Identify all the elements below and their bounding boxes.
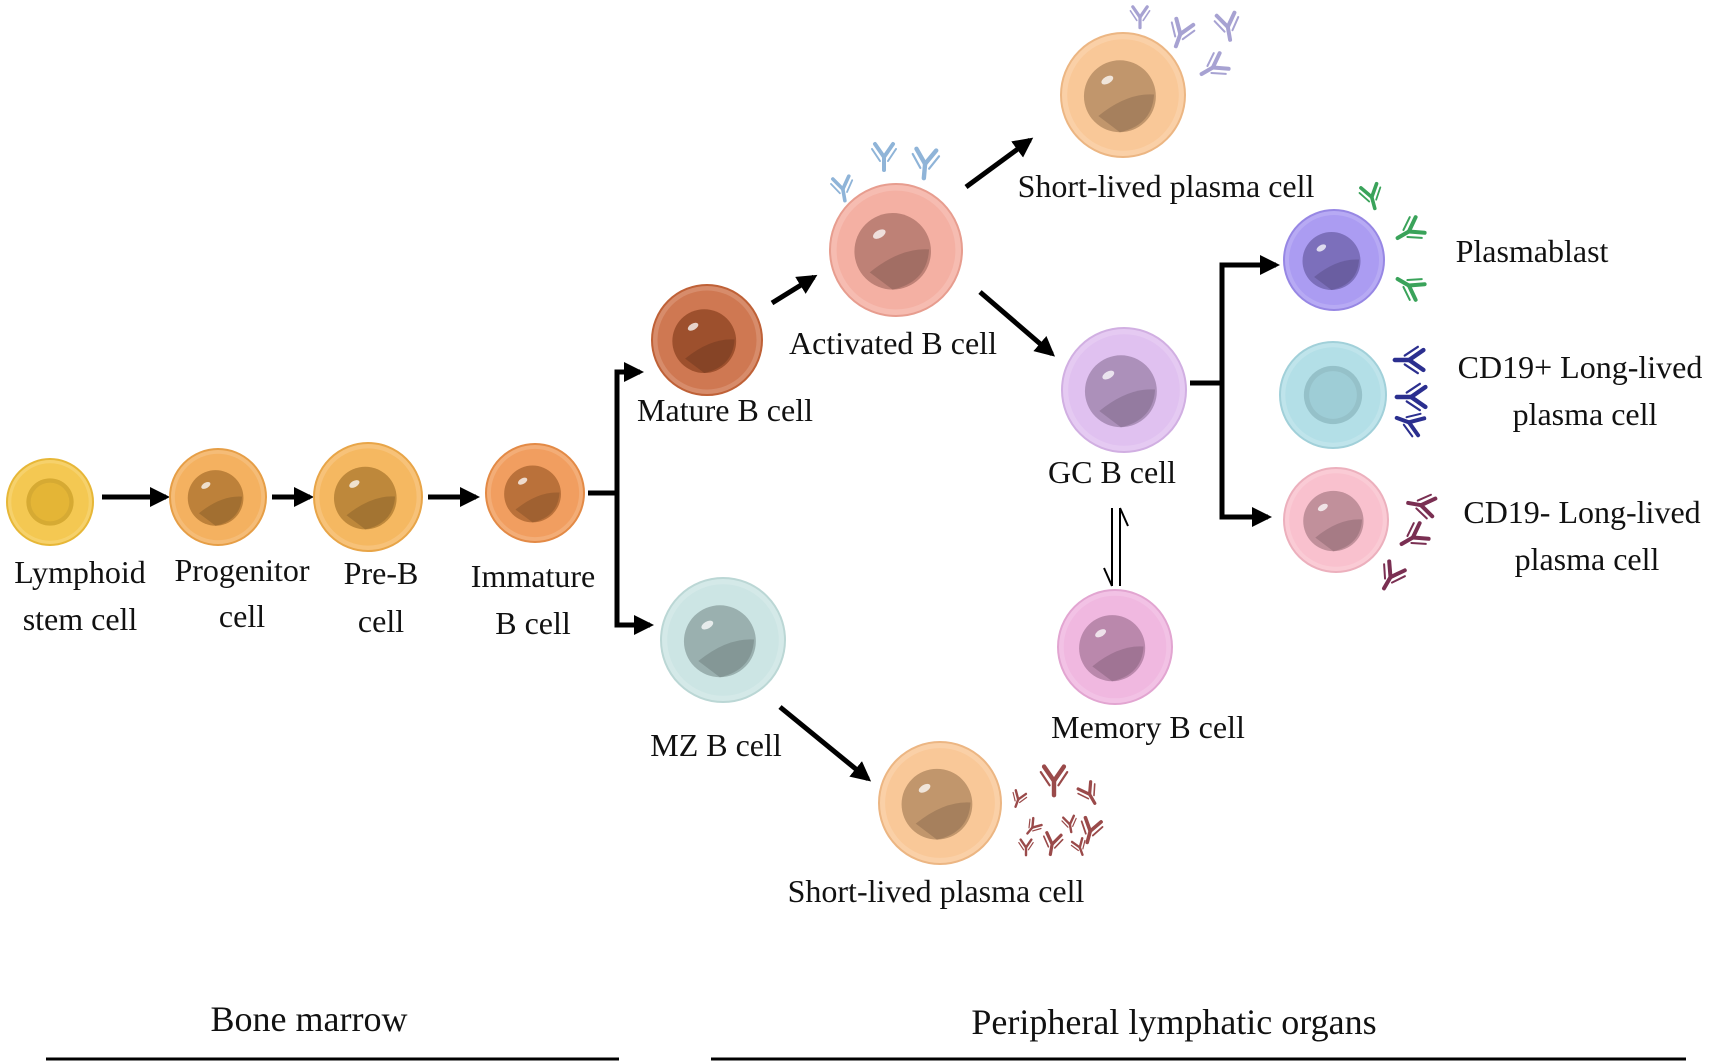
activated-antibody-icon	[871, 142, 897, 172]
arrow-immature-to-mz	[614, 493, 654, 635]
secreted-antibody-icon	[1213, 10, 1240, 42]
gc-b-cell	[1061, 327, 1187, 453]
activated-antibody-icon	[830, 174, 854, 203]
progenitor-cell	[169, 448, 267, 546]
label-cd19neg-line2: plasma cell	[1515, 541, 1660, 577]
plasmablast-antibody-icon	[1395, 277, 1427, 302]
arrow-activated-to-gc	[978, 290, 1056, 357]
short-lived-plasma-cell-bottom	[878, 741, 1002, 865]
secreted-antibody-icon	[1129, 5, 1151, 30]
section-footer: Bone marrow Peripheral lymphatic organs	[46, 999, 1686, 1061]
cells	[6, 32, 1389, 865]
plasmablast-antibody-icon	[1358, 181, 1382, 211]
label-lymphoid-stem-line1: Lymphoid	[14, 554, 146, 590]
arrow-mature-to-activated	[770, 274, 818, 306]
cd19neg-long-lived-plasma-cell	[1283, 467, 1389, 573]
arrow-gc-memory-equilibrium	[1103, 507, 1129, 587]
label-progenitor-line2: cell	[219, 598, 265, 634]
label-preb-line2: cell	[358, 603, 404, 639]
label-progenitor-line1: Progenitor	[174, 552, 309, 588]
label-activated-b: Activated B cell	[789, 325, 997, 361]
label-short-lived-bottom: Short-lived plasma cell	[788, 873, 1085, 909]
label-preb-line1: Pre-B	[344, 555, 419, 591]
plasmablast-cell	[1283, 209, 1385, 311]
secreted-antibody-icon	[1199, 51, 1231, 76]
label-gc-b: GC B cell	[1048, 454, 1176, 490]
antibodies	[830, 5, 1438, 857]
section-peripheral: Peripheral lymphatic organs	[971, 1002, 1376, 1042]
arrow-activated-to-shortlived	[964, 137, 1034, 190]
cd19neg-antibody-icon	[1382, 559, 1407, 591]
lymphoid-stem-cell	[6, 458, 94, 546]
immature-b-cell	[485, 443, 585, 543]
label-immature-line1: Immature	[471, 558, 595, 594]
activated-antibody-icon	[911, 146, 941, 181]
secreted-antibody-icon	[1170, 16, 1196, 49]
cd19pos-long-lived-plasma-cell	[1279, 341, 1387, 449]
label-cd19pos-line1: CD19+ Long-lived	[1458, 349, 1703, 385]
label-memory-b: Memory B cell	[1051, 709, 1245, 745]
secreted-antibody-icon	[1018, 838, 1034, 857]
secreted-antibody-icon	[1026, 816, 1043, 835]
arrow-immature-branch	[588, 362, 644, 496]
label-cd19pos-line2: plasma cell	[1513, 396, 1658, 432]
cd19pos-antibody-icon	[1394, 412, 1427, 438]
label-mature-b: Mature B cell	[637, 392, 813, 428]
secreted-antibody-icon	[1070, 837, 1086, 856]
label-plasmablast: Plasmablast	[1456, 233, 1609, 269]
label-immature-line2: B cell	[495, 605, 571, 641]
cd19pos-antibody-icon	[1392, 345, 1426, 375]
secreted-antibody-icon	[1012, 789, 1028, 808]
memory-b-cell	[1057, 589, 1173, 705]
pre-b-cell	[313, 442, 423, 552]
label-short-lived-top: Short-lived plasma cell	[1018, 168, 1315, 204]
arrow-gc-to-plasmablast	[1190, 255, 1280, 386]
secreted-antibody-icon	[1042, 831, 1064, 857]
label-mz-b: MZ B cell	[650, 727, 782, 763]
mature-b-cell	[651, 284, 763, 396]
secreted-antibody-icon	[1080, 815, 1104, 845]
short-lived-plasma-cell-top	[1060, 32, 1186, 158]
label-lymphoid-stem-line2: stem cell	[23, 601, 138, 637]
arrow-gc-to-cd19neg	[1219, 383, 1272, 527]
section-bone-marrow: Bone marrow	[211, 999, 408, 1039]
mz-b-cell	[660, 577, 786, 703]
cd19neg-antibody-icon	[1399, 521, 1431, 546]
cd19pos-antibody-icon	[1394, 382, 1428, 412]
activated-b-cell	[829, 183, 963, 317]
cd19neg-antibody-icon	[1406, 493, 1438, 520]
secreted-antibody-icon	[1039, 764, 1069, 798]
label-cd19neg-line1: CD19- Long-lived	[1463, 494, 1700, 530]
secreted-antibody-icon	[1061, 814, 1077, 834]
arrows	[102, 137, 1280, 782]
labels: Lymphoid stem cell Progenitor cell Pre-B…	[14, 168, 1702, 909]
secreted-antibody-icon	[1076, 780, 1097, 805]
arrow-mz-to-shortlived	[778, 705, 872, 782]
plasmablast-antibody-icon	[1395, 215, 1427, 240]
